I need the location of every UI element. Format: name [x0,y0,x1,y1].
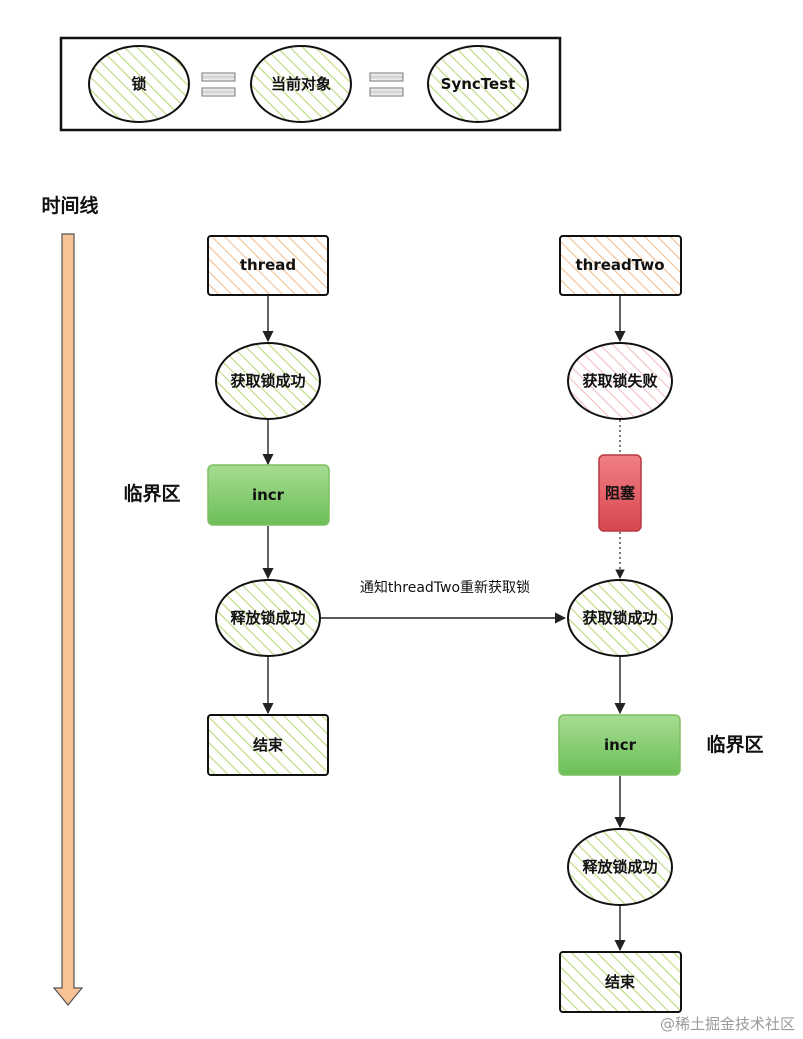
thread1-critical-section-label: 临界区 [123,482,180,505]
thread2-acquire-label: 获取锁成功 [582,609,657,627]
thread1-start-node [207,235,329,296]
thread2-blocked-label: 阻塞 [605,484,636,502]
legend: 锁 当前对象 SyncTest [59,36,562,132]
legend-class-label: SyncTest [441,75,516,93]
thread2-incr-node [558,714,681,776]
thread2-release-label: 释放锁成功 [582,858,657,876]
timeline-arrow [52,233,84,1006]
thread2-release-node [567,828,673,906]
thread2-end-label: 结束 [605,973,636,991]
legend-current-object-label: 当前对象 [271,75,331,93]
legend-lock-label: 锁 [131,75,146,93]
thread2-start-label: threadTwo [575,256,664,274]
thread1-start-label: thread [240,256,296,274]
thread2-end-node [559,951,682,1013]
thread1-incr-node [207,464,330,526]
thread2-column: threadTwo 获取锁失败 阻塞 获取锁成功 incr 临界区 释放锁成功 … [558,235,764,1013]
thread1-acquire-node [215,342,321,420]
thread2-acquire-node [567,579,673,657]
legend-equals-sign-2 [369,72,404,97]
thread1-end-label: 结束 [253,736,284,754]
thread1-end-node [207,714,329,776]
thread2-critical-section-label: 临界区 [706,733,763,756]
thread2-incr-label: incr [604,736,637,754]
thread2-acquire-fail-node [567,342,673,420]
thread1-release-label: 释放锁成功 [230,609,305,627]
legend-current-object-node [250,45,352,123]
thread2-blocked-node [598,454,642,532]
thread1-incr-label: incr [252,486,285,504]
legend-class-node [427,45,529,123]
legend-frame [59,36,562,132]
legend-lock-node [88,45,190,123]
legend-equals-sign-1 [201,72,236,97]
thread1-acquire-label: 获取锁成功 [230,372,305,390]
thread1-release-node [215,579,321,657]
thread2-start-node [559,235,682,296]
thread2-acquire-fail-label: 获取锁失败 [582,372,657,390]
timeline-label: 时间线 [41,194,98,217]
watermark: @稀土掘金技术社区 [660,1015,795,1033]
thread1-column: thread 获取锁成功 临界区 incr 释放锁成功 结束 [123,235,330,776]
notify-edge-label: 通知threadTwo重新获取锁 [360,579,530,596]
